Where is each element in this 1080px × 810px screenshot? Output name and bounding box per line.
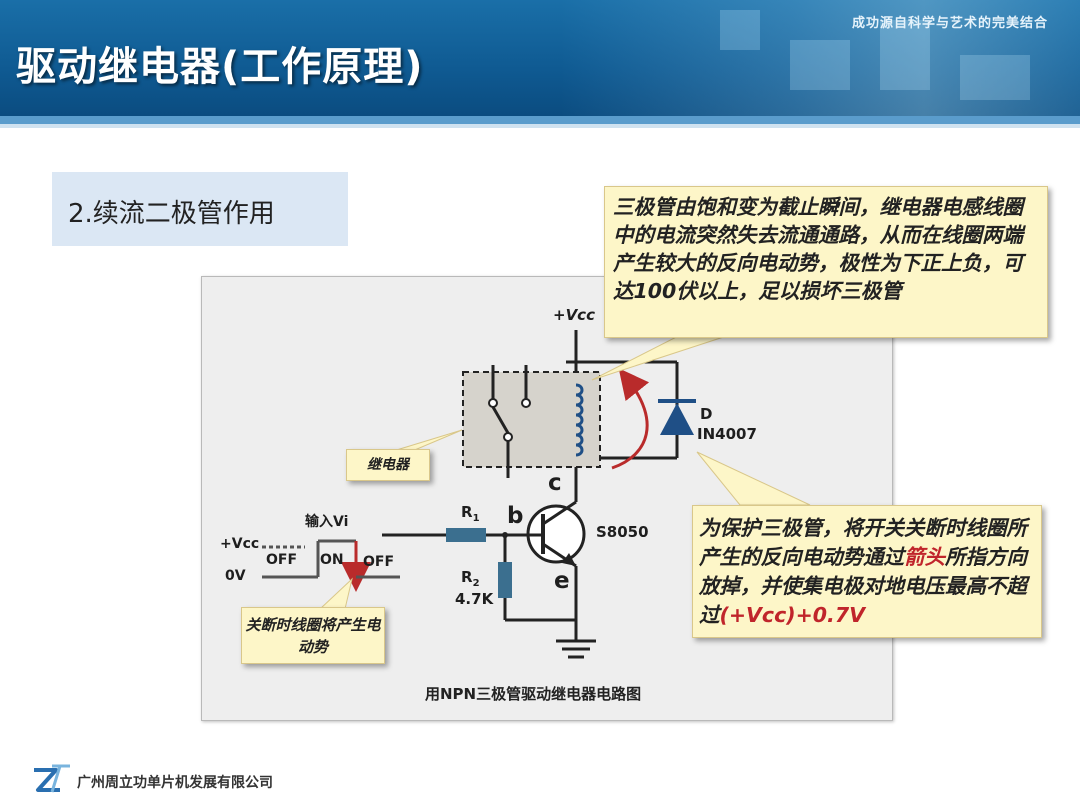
r1-letter: R [461, 503, 473, 521]
diagram-caption: 用NPN三极管驱动继电器电路图 [425, 685, 642, 703]
relay-callout: 继电器 [346, 449, 430, 481]
relay-coil [575, 383, 584, 457]
header-square [880, 20, 930, 90]
bottom-callout-pointer [696, 451, 811, 506]
off-label-1: OFF [266, 552, 298, 568]
section-heading: 2.续流二极管作用 [68, 199, 275, 229]
r1-subscript: 1 [472, 513, 480, 524]
collector-label: c [548, 470, 562, 496]
header-banner: 驱动继电器(工作原理) 成功源自科学与艺术的完美结合 [0, 0, 1080, 116]
base-label: b [507, 503, 524, 529]
header-square [720, 10, 760, 50]
input-label: 输入Vi [305, 514, 349, 530]
relay-box [462, 371, 601, 468]
company-logo [34, 764, 70, 793]
vcc-left-label: +Vcc [220, 536, 260, 552]
emitter-label: e [554, 568, 570, 594]
back-emf-callout: 三极管由饱和变为截止瞬间，继电器电感线圈中的电流突然失去流通通路，从而在线圈两端… [604, 186, 1048, 338]
vcc-top-label: +Vcc [553, 306, 595, 324]
relay-switch-arm [491, 406, 510, 434]
r2-letter: R [461, 568, 473, 586]
diode-body [660, 403, 694, 435]
slogan: 成功源自科学与艺术的完美结合 [851, 16, 1048, 31]
header-decoration [560, 0, 1080, 116]
header-square [790, 40, 850, 90]
protection-text-1: 为保护三极管，将开关关断时线圈所产生的反向电动势通过 [699, 516, 1027, 569]
r2-subscript: 2 [472, 578, 480, 589]
company-name: 广州周立功单片机发展有限公司 [77, 775, 273, 791]
off-label-2: OFF [363, 554, 395, 570]
protection-callout: 为保护三极管，将开关关断时线圈所产生的反向电动势通过箭头所指方向放掉，并使集电极… [692, 505, 1042, 638]
off-callout: 关断时线圈将产生电动势 [241, 607, 385, 664]
transistor-collector [542, 500, 577, 526]
diode-part-label: IN4007 [697, 425, 757, 443]
header-stripe-light [0, 124, 1080, 128]
resistor-r2 [498, 562, 512, 598]
protection-text-voltage: (+Vcc)+0.7V [719, 603, 865, 627]
on-label: ON [320, 552, 344, 568]
page-title: 驱动继电器(工作原理) [16, 44, 424, 90]
r1-label: R1 [461, 503, 480, 524]
zero-v-label: 0V [225, 568, 246, 584]
emitter-arrow [562, 553, 576, 566]
header-stripe [0, 116, 1080, 124]
protection-text-2: 所指方向放掉，并使集电极对地电压最高不超过 [699, 545, 1027, 627]
protection-text-arrow: 箭头 [904, 545, 945, 569]
resistor-r1 [446, 528, 486, 542]
diode-label: D [700, 405, 713, 423]
header-square [960, 55, 1030, 100]
current-arrow [611, 368, 650, 470]
relay-contact-node [521, 398, 531, 408]
r2-label: R2 [461, 568, 480, 589]
r2-value-label: 4.7K [455, 590, 494, 608]
transistor-label: S8050 [596, 523, 649, 541]
section-box [52, 172, 348, 246]
off-callout-pointer [318, 577, 353, 610]
